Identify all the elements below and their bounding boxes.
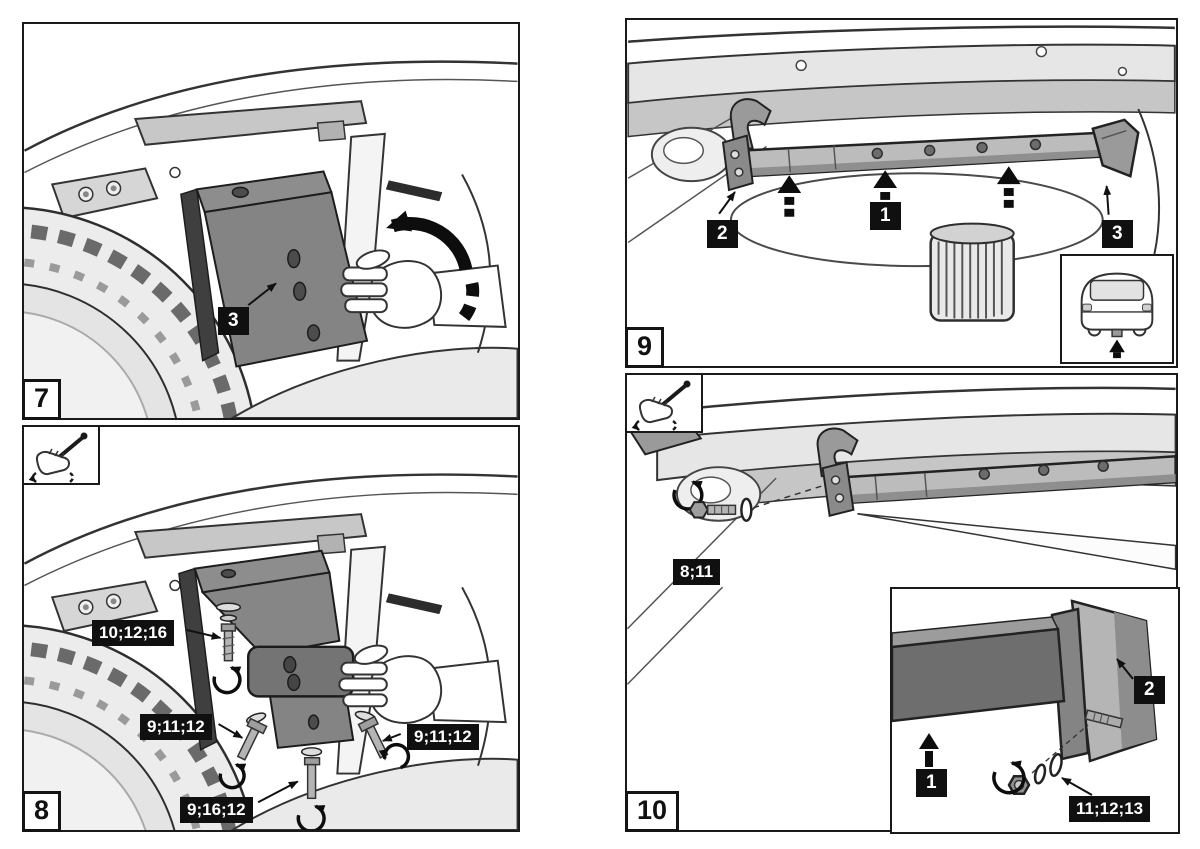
step-number-9: 9 [625,327,665,368]
step9-illustration [627,25,1176,322]
ball-mount-clamp [246,645,355,698]
step8-panel: 10;12;16 9;11;12 9;11;12 9;16;12 8 [22,425,520,832]
detail-inset-illustration [890,599,1158,796]
hand [340,249,507,329]
exhaust-recess [650,126,732,183]
part-label-crossmember: 1 [870,202,901,230]
step7-illustration [24,60,518,418]
label-leader-lines [1061,658,1134,796]
label-leader-line [247,282,277,306]
wheel-arch-body [24,60,518,220]
spare-tire [929,222,1015,322]
label-leader-lines [186,629,402,804]
rocker-panel [230,757,518,830]
step8-illustration [24,473,518,830]
part-label-right-bracket: 3 [1102,220,1133,248]
part-label-bracket: 3 [218,307,249,335]
wheel-arch-body [24,473,518,633]
part-label-bottom-bolt: 9;16;12 [180,797,253,823]
step-number-7: 7 [22,379,62,420]
bolt-assembly [672,480,822,522]
part-label-left-bolt: 9;11;12 [140,714,212,740]
mounting-bracket [180,170,369,368]
step10-illustration [627,386,1176,685]
step10-panel: 1 2 11;12;13 8;11 10 [625,373,1180,834]
tool-hint-inset [625,373,703,433]
crossmember-bar [741,131,1106,178]
bolt-hardware [992,709,1124,795]
rotate-arrow [386,210,480,321]
part-label-bolt: 8;11 [673,559,721,585]
end-plate [821,461,855,517]
left-hook-bracket [816,427,859,478]
rocker-panel [230,346,518,418]
mounting-bracket [178,549,355,751]
car-rear-inset [1060,254,1174,364]
right-bolt-assembly [354,710,411,770]
bottom-bolt-assembly [296,747,326,830]
crossmember-tube [890,616,1066,723]
part-label-side-plate: 2 [1134,676,1165,704]
part-label-right-bolt: 9;11;12 [407,724,479,750]
step9-panel: 2 1 3 9 [625,18,1178,368]
part-label-hardware: 11;12;13 [1069,796,1151,822]
step-number-10: 10 [625,791,680,832]
part-label-crossmember: 1 [916,769,947,797]
spare-wheel-well [729,172,1104,268]
part-label-left-bracket: 2 [707,220,738,248]
left-end-plate [721,134,754,192]
hand [338,644,507,724]
step-number-8: 8 [22,791,62,832]
detail-pointer-wedge [857,513,1176,571]
label-leader-lines [718,185,1112,215]
top-bolt-assembly [212,602,242,695]
part-label-top-bolt: 10;12;16 [92,620,175,646]
left-bolt-assembly [218,712,268,790]
step7-panel: 3 7 [22,22,520,420]
tool-hint-inset [22,425,100,485]
detail-inset: 1 2 11;12;13 [890,587,1180,834]
left-hook-bracket [729,98,772,150]
hand-tool-icon [631,380,691,431]
right-end-bracket [1091,118,1140,178]
up-arrow [919,733,939,767]
car-rear-view-icon [1080,272,1154,359]
end-plate [1050,607,1090,761]
hand-tool-icon [28,432,88,483]
